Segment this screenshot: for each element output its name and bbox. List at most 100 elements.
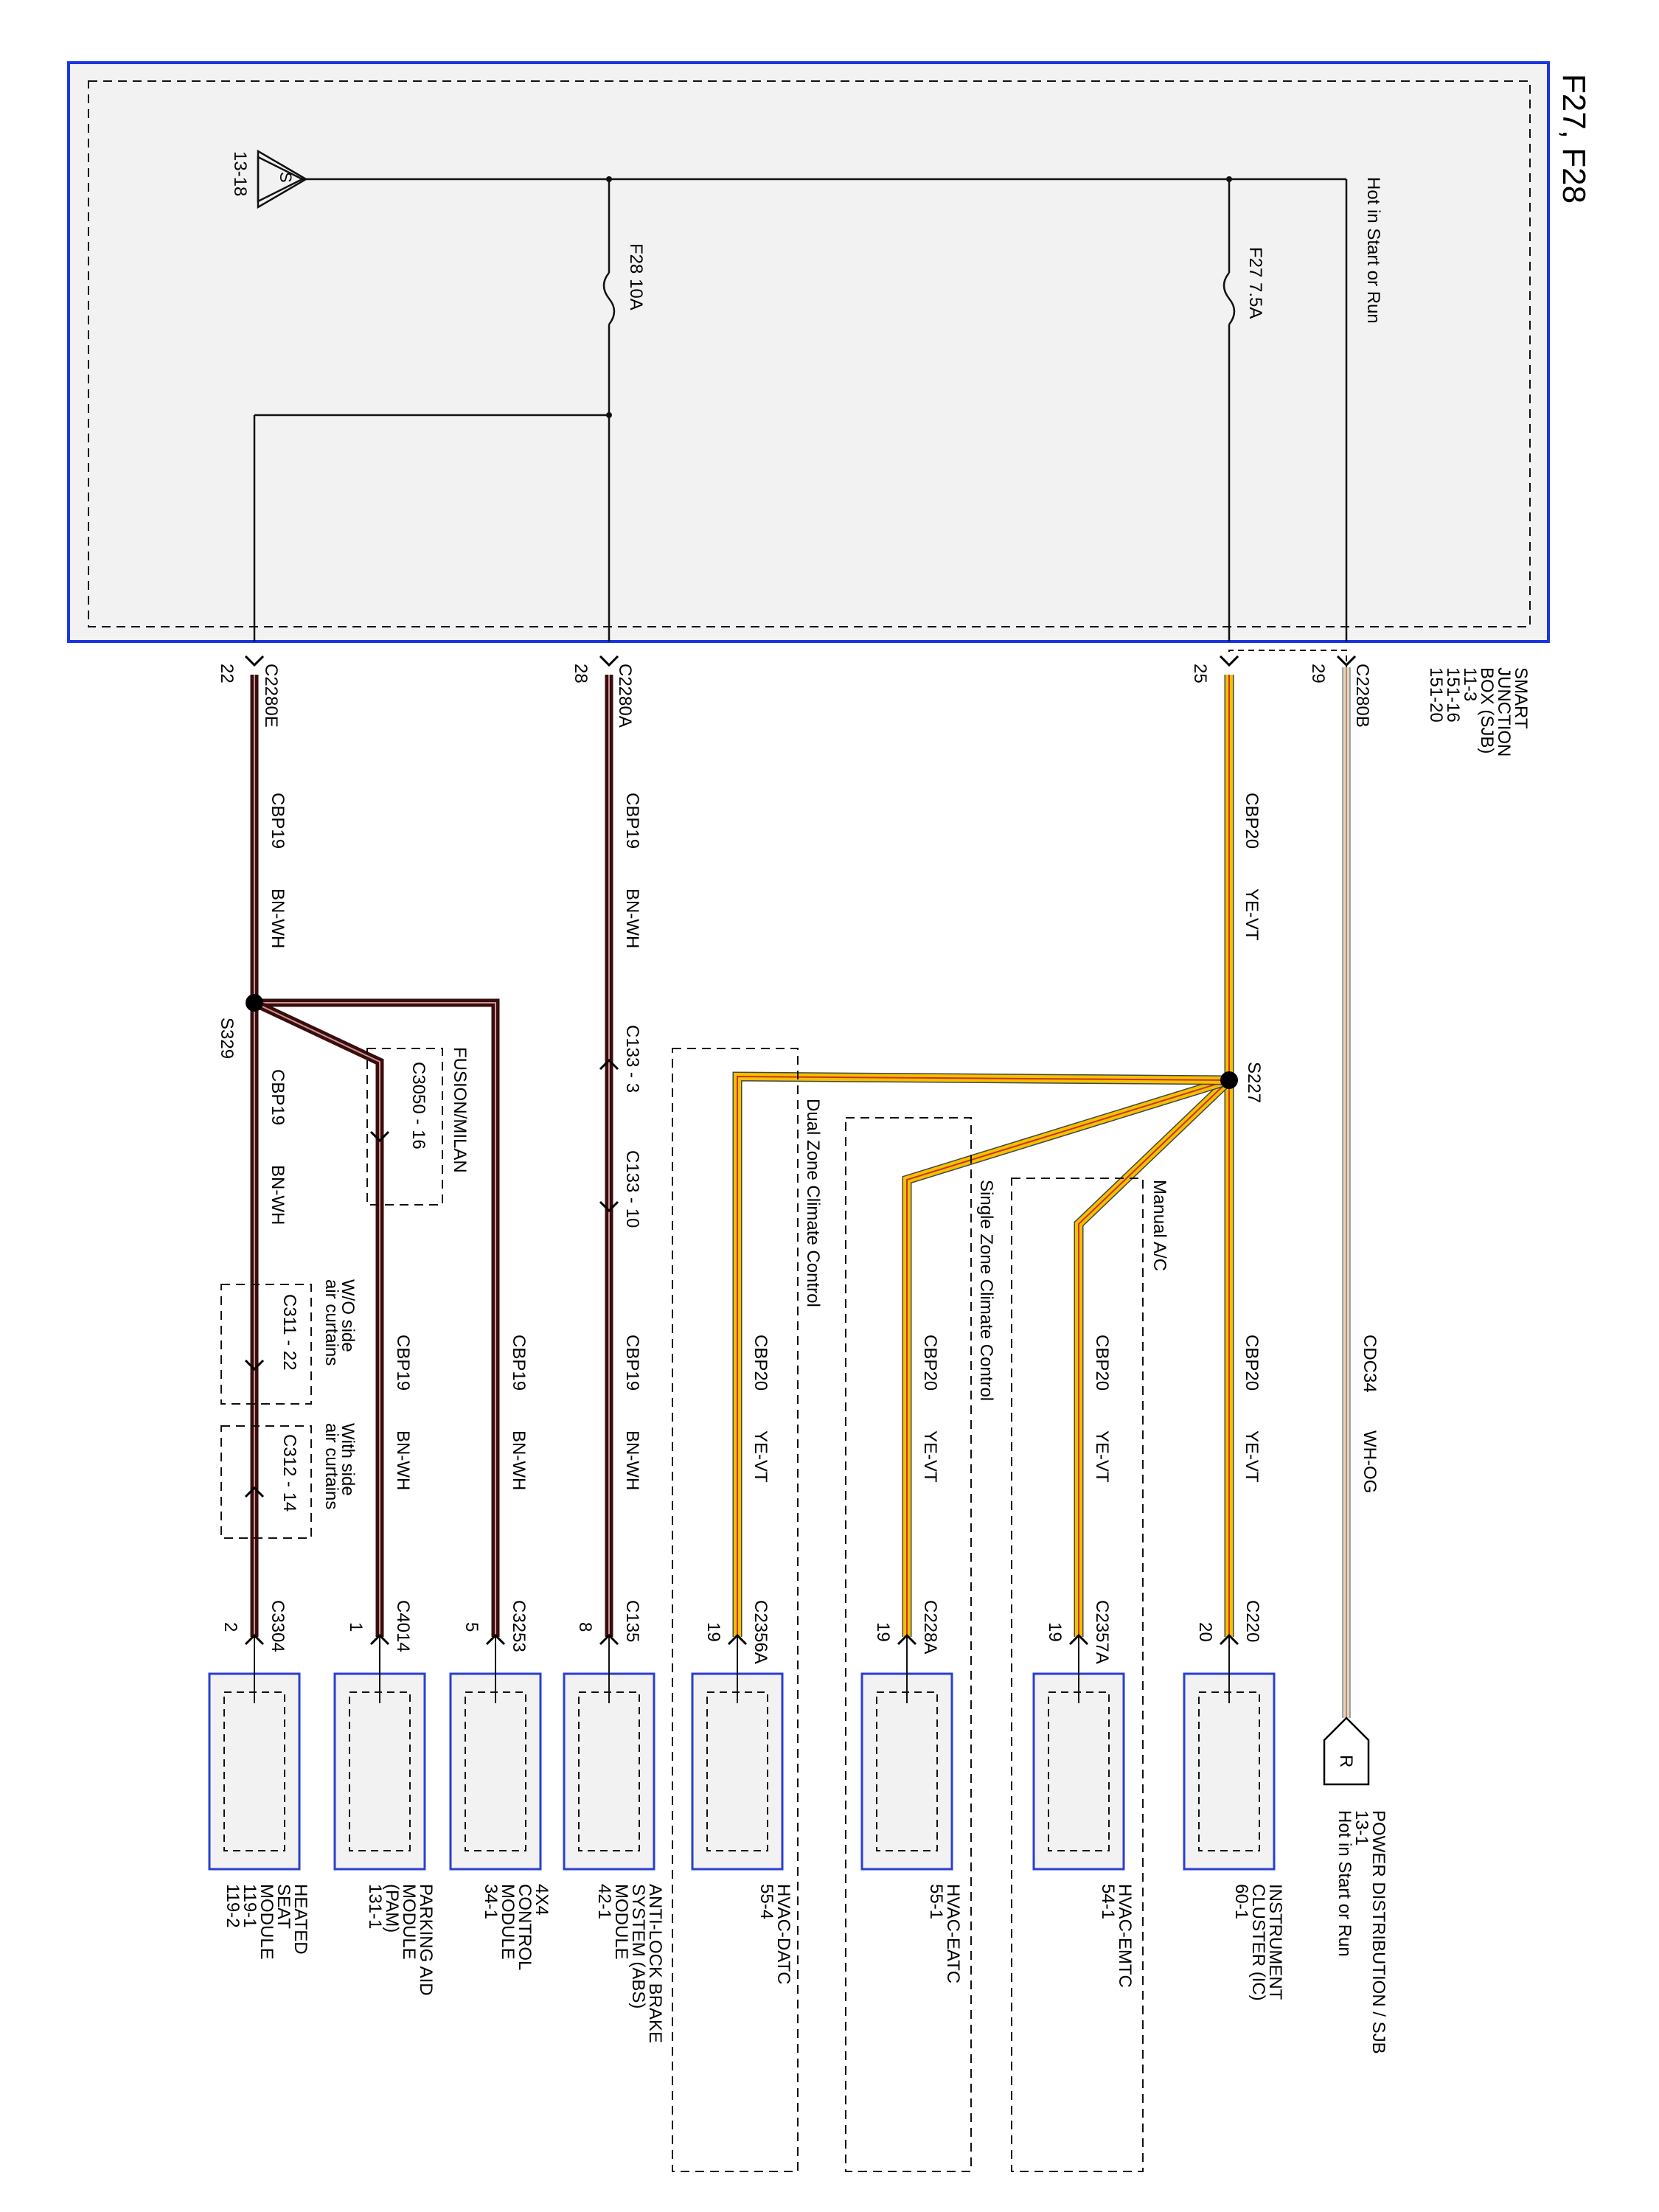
module-name-line: HEATED	[291, 1884, 310, 1955]
sjb-name-line: 151-20	[1426, 667, 1446, 723]
module-name-line: MODULE	[611, 1884, 631, 1960]
option-label-single-zone: Single Zone Climate Control	[976, 1180, 996, 1401]
ground-reference-label: 13-18	[230, 151, 250, 196]
connector-arrow	[244, 655, 265, 667]
wire-label-bn-wh: BN-WH	[268, 1165, 288, 1225]
module-pin-label: 2	[220, 1622, 240, 1632]
wire-label-cbp19: CBP19	[622, 793, 642, 849]
wire-label-bn-wh: BN-WH	[622, 888, 642, 948]
module-connector-label: C2356A	[751, 1600, 771, 1664]
module-name-line: ANTI-LOCK BRAKE	[645, 1884, 665, 2043]
c2280b-pin25: 25	[1190, 664, 1210, 684]
connector-arrow	[244, 1633, 265, 1646]
module-connector-label: C220	[1242, 1600, 1262, 1642]
option-box-single-zone	[845, 1117, 972, 2172]
option-box-fusion-milan	[366, 1048, 443, 1206]
module-name-line: 4X4	[532, 1884, 552, 1916]
splice-s227-label: S227	[1244, 1062, 1264, 1103]
power-distribution-line: 13-1	[1352, 1810, 1371, 1846]
wire-label-cbp19: CBP19	[622, 1335, 642, 1391]
c2280b-label: C2280B	[1352, 664, 1372, 728]
module-pin-label: 19	[703, 1622, 723, 1642]
fuse-f28-label: F28 10A	[626, 243, 646, 310]
wire-label-cbp20: CBP20	[920, 1335, 940, 1391]
module-connector-label: C228A	[920, 1600, 940, 1654]
c2280e-label: C2280E	[261, 664, 281, 728]
module-name-line: 60-1	[1231, 1884, 1251, 1919]
module-name-line: HVAC-EATC	[943, 1884, 963, 1983]
option-box-manual-ac	[1011, 1178, 1144, 2172]
connector-arrow	[1219, 655, 1239, 667]
wire-cbp20-emtc	[1074, 1077, 1233, 1637]
wire-cdc34	[1342, 667, 1351, 1718]
inline-connector-c312-14: C312 - 14	[279, 1434, 299, 1512]
sjb-internal-wiring	[253, 178, 1348, 641]
wire-cbp20-eatc	[902, 1075, 1231, 1637]
sjb-node-ground-branch	[606, 412, 612, 418]
option-label-with-curtains: With side	[338, 1423, 358, 1496]
wire-label-ye-vt: YE-VT	[751, 1430, 771, 1483]
module-name-line: HVAC-DATC	[773, 1884, 793, 1984]
module-name-line: 55-4	[757, 1884, 776, 1919]
fuse-f27-label: F27 7.5A	[1245, 247, 1265, 319]
module-name-line: SYSTEM (ABS)	[628, 1884, 648, 2008]
module-name-line: PARKING AID	[416, 1884, 436, 1996]
wire-cbp19-4x4	[254, 998, 500, 1637]
option-label-fusion-milan: FUSION/MILAN	[450, 1047, 470, 1173]
option-label-wo-curtains: air curtains	[321, 1279, 341, 1366]
inline-connector-symbol	[244, 1486, 265, 1498]
inline-connector-c133-3: C133 - 3	[622, 1025, 642, 1093]
sjb-node-f28	[606, 176, 612, 182]
connector-arrow	[369, 1633, 390, 1646]
power-distribution-line: POWER DISTRIBUTION / SJB	[1368, 1810, 1388, 2054]
connector-arrow	[1219, 1633, 1239, 1646]
module-name-line: 131-1	[365, 1884, 385, 1929]
module-name-line: CONTROL	[515, 1884, 535, 1970]
sjb-name-line: SMART	[1511, 667, 1531, 729]
option-box-with-curtains	[220, 1425, 312, 1539]
module-connector-label: C135	[622, 1600, 642, 1642]
module-pin-label: 5	[462, 1622, 481, 1632]
c2280b-bracket	[1228, 650, 1347, 682]
connector-arrow	[727, 1633, 748, 1646]
option-box-wo-curtains	[220, 1284, 312, 1405]
module-connector-label: C4014	[393, 1600, 413, 1652]
option-label-dual-zone: Dual Zone Climate Control	[803, 1099, 823, 1307]
c2280a-pin28: 28	[571, 664, 591, 684]
inline-connector-symbol	[369, 1130, 390, 1143]
module-pin-label: 8	[575, 1622, 595, 1632]
c2280a-label: C2280A	[615, 664, 635, 728]
splice-s329-label: S329	[217, 1018, 237, 1059]
module-name-line: 42-1	[594, 1884, 614, 1919]
module-name-line: HVAC-EMTC	[1115, 1884, 1135, 1988]
wire-label-bn-wh: BN-WH	[509, 1430, 529, 1490]
option-box-dual-zone	[672, 1048, 799, 2172]
inline-connector-c311-22: C311 - 22	[279, 1294, 299, 1371]
wire-label-cbp19: CBP19	[268, 793, 288, 849]
sjb-name-line: 11-3	[1460, 667, 1480, 701]
module-name-line: MODULE	[257, 1884, 276, 1960]
module-pin-label: 1	[346, 1622, 366, 1632]
sjb-hot-label: Hot in Start or Run	[1363, 177, 1383, 324]
connector-arrow	[1068, 1633, 1089, 1646]
module-name-line: MODULE	[399, 1884, 419, 1960]
wire-label-cdc34: CDC34	[1360, 1335, 1380, 1393]
splice-s227	[1220, 1071, 1238, 1089]
module-name-line: INSTRUMENT	[1265, 1884, 1285, 2000]
wire-cbp20-datc	[732, 1071, 1230, 1637]
wire-label-cbp19: CBP19	[509, 1335, 529, 1391]
module-name-line: 34-1	[481, 1884, 501, 1919]
inline-connector-symbol	[244, 1359, 265, 1371]
ground-symbol-letter: S	[276, 172, 295, 183]
sjb-name-line: 151-16	[1443, 667, 1463, 723]
module-pin-label: 19	[873, 1622, 893, 1642]
module-name-line: 54-1	[1098, 1884, 1118, 1919]
inline-connector-c133-10: C133 - 10	[622, 1150, 642, 1228]
sjb-box	[67, 61, 1550, 643]
c2280e-pin22: 22	[217, 664, 237, 684]
power-distribution-line: Hot in Start or Run	[1335, 1810, 1354, 1957]
